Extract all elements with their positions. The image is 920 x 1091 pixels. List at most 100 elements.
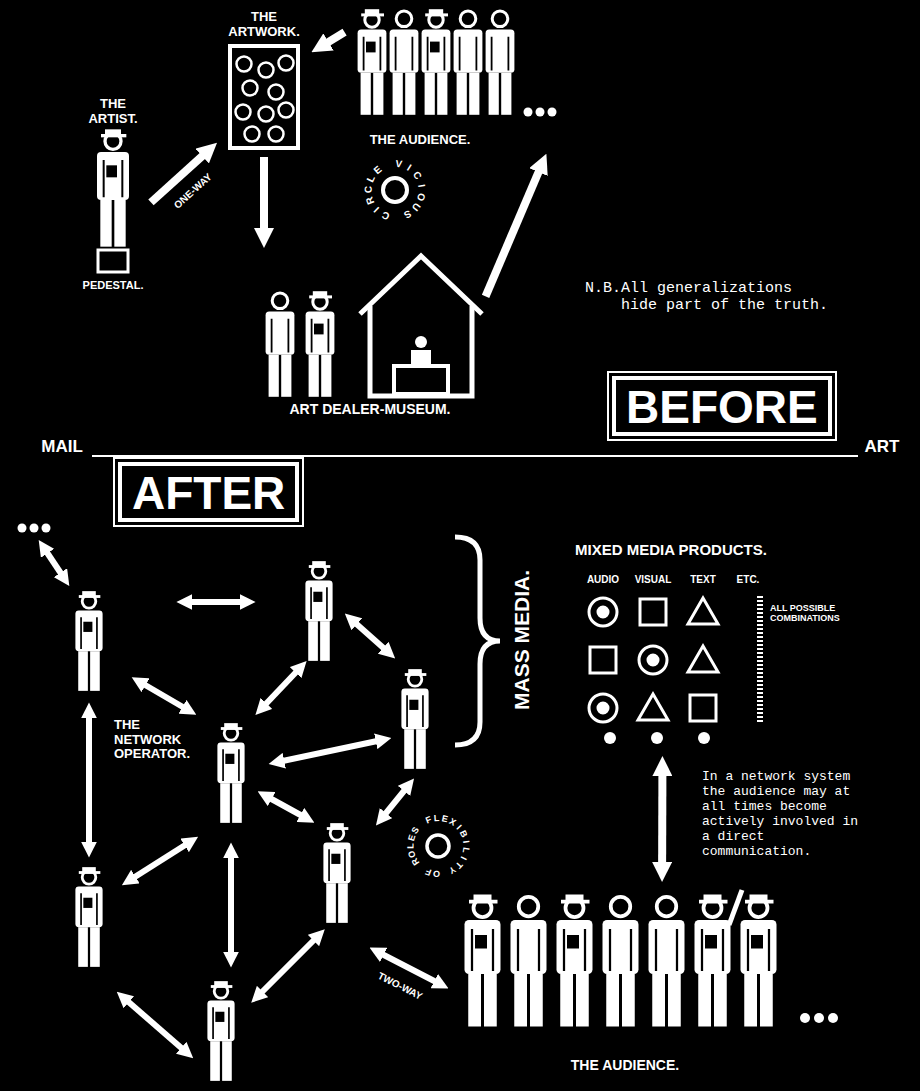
artwork-circle (269, 127, 284, 142)
desk (394, 366, 448, 394)
flow-arrow (658, 768, 666, 870)
mixed-media-products: MIXED MEDIA PRODUCTS. (570, 540, 832, 752)
brace (455, 537, 500, 745)
audience-figure (649, 897, 685, 1027)
operator-figure (217, 723, 244, 823)
artwork-circle (279, 56, 294, 71)
double-arrow (262, 668, 300, 708)
circle-caption: FLEXIBILITY OF ROLES (399, 807, 477, 885)
network-figure (207, 981, 234, 1081)
column-header: VISUAL (633, 574, 674, 586)
audio-symbol (639, 646, 667, 674)
column-header: ETC. (735, 574, 762, 586)
media-grid (589, 598, 718, 722)
flow-arrow (260, 157, 268, 236)
dot (524, 108, 533, 117)
artwork-circle (237, 57, 252, 72)
column-header: TEXT (688, 574, 718, 586)
artwork-circle (259, 107, 274, 122)
double-arrow (140, 682, 188, 710)
dot (604, 732, 616, 744)
dot (828, 1013, 838, 1023)
visual-symbol (590, 647, 616, 673)
divider-line (92, 455, 858, 457)
audience-figure (511, 897, 547, 1027)
scale-label: ALL POSSIBLE COMBINATIONS (770, 603, 852, 624)
audience-figure (603, 897, 639, 1027)
audio-symbol (648, 655, 658, 665)
cycle-ring (427, 835, 449, 857)
dealer-museum: ART DEALER-MUSEUM. (256, 252, 484, 420)
double-arrow (130, 842, 190, 880)
raised-arm (729, 890, 742, 925)
node-label: THE AUDIENCE. (370, 133, 471, 148)
artwork-frame (230, 46, 298, 148)
audience-figure (390, 11, 419, 115)
dashed-bar (757, 596, 763, 722)
dot (814, 1013, 824, 1023)
node-label: ART DEALER-MUSEUM. (290, 402, 451, 418)
ellipsis-dots (524, 108, 557, 117)
museum-walls (370, 306, 472, 396)
audience-group: THE AUDIENCE. (348, 2, 560, 150)
network-figure (75, 591, 102, 691)
text-symbol (638, 694, 668, 720)
before-box: BEFORE (612, 376, 832, 436)
text-symbol (688, 598, 718, 624)
text-symbol (688, 646, 718, 672)
artwork-circles (236, 56, 294, 142)
double-arrow (352, 620, 388, 652)
section-heading: BEFORE (626, 384, 818, 430)
divider-label: ART (863, 437, 902, 457)
network-arrows (44, 548, 440, 1052)
ring-letter (439, 867, 450, 879)
ring-letter: L (459, 845, 470, 855)
audience-figure (454, 11, 483, 115)
flow-arrow (322, 32, 345, 46)
artwork-circle (236, 105, 251, 120)
double-arrow (382, 786, 408, 818)
artwork-circle (245, 127, 260, 142)
audio-symbol (589, 694, 617, 722)
circle-caption: VICIOUS CIRCLE (356, 151, 434, 229)
museum-roof (360, 256, 482, 314)
double-arrow (258, 936, 318, 996)
artwork-circle (243, 81, 258, 96)
node-label: THE ARTIST. (83, 97, 143, 126)
flow-arrow (486, 165, 542, 297)
note: N.B.All generalizations hide part of the… (585, 280, 833, 315)
ring-letter: C (362, 184, 373, 194)
audience-figure (557, 895, 593, 1027)
visual-symbol (640, 599, 666, 625)
visual-symbol (690, 695, 716, 721)
column-header: AUDIO (585, 574, 621, 586)
ring-letter: V (393, 157, 404, 169)
audio-symbol (589, 598, 617, 626)
audience-group: THE AUDIENCE. (455, 886, 795, 1076)
after-box: AFTER (118, 462, 299, 522)
node-label: MIXED MEDIA PRODUCTS. (575, 542, 767, 559)
network-operator: THE NETWORK OPERATOR. (110, 716, 255, 834)
node-label: THE AUDIENCE. (571, 1058, 679, 1074)
pedestal-label: PEDESTAL. (81, 279, 146, 292)
ring-letter: L (406, 842, 416, 851)
divider-label: MAIL (39, 437, 85, 457)
ellipsis-dots (800, 1013, 838, 1023)
bracket-label: MASS MEDIA. (510, 568, 534, 712)
artwork: THE ARTWORK. (220, 8, 308, 153)
dot (651, 732, 663, 744)
artwork-circle (279, 103, 294, 118)
artist-figure: THE ARTIST. (78, 95, 148, 250)
dot (698, 732, 710, 744)
dealer-figure (266, 293, 295, 397)
clerk-head (415, 336, 427, 348)
audience-figure (422, 9, 451, 115)
ring-letter: F (422, 815, 434, 827)
artist-figure (97, 129, 129, 246)
connectors (151, 32, 662, 870)
ellipsis-dots (604, 732, 710, 744)
audience-figure (695, 895, 731, 1027)
